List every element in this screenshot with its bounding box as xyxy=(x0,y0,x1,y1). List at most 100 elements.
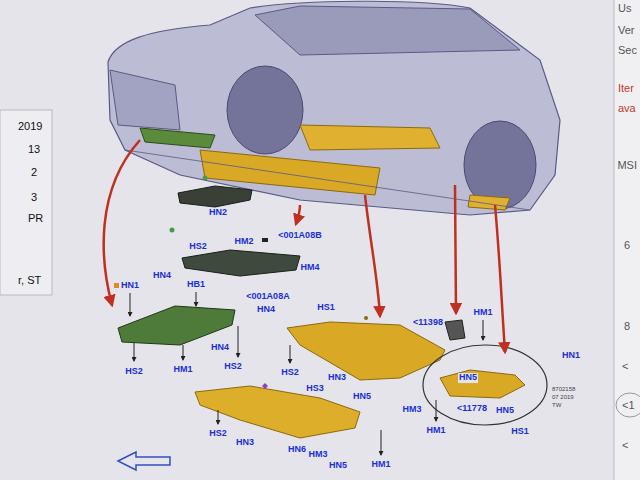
panel-text: Us xyxy=(618,2,631,14)
side-panel xyxy=(0,110,52,295)
callout-label: HN4 xyxy=(152,271,172,281)
callout-label: HN1 xyxy=(120,281,140,291)
leader-line xyxy=(196,292,197,306)
shield-installed xyxy=(140,128,215,148)
side-panel xyxy=(614,0,640,480)
callout-label: <11778 xyxy=(456,404,488,414)
leader-line xyxy=(290,345,291,363)
callout-label: HN5 xyxy=(458,373,478,383)
panel-text: MSI xyxy=(617,159,637,171)
fastener-icon xyxy=(262,238,268,242)
callout-label: <001A08A xyxy=(245,292,290,302)
callout-label: HS2 xyxy=(208,429,228,439)
shield-part xyxy=(195,386,360,438)
callout-label: HS1 xyxy=(316,303,336,313)
callout-label: HS2 xyxy=(223,362,243,372)
shield-installed xyxy=(468,195,510,210)
callout-label: HN1 xyxy=(561,351,581,361)
leader-line xyxy=(130,293,131,316)
leader-line xyxy=(381,430,382,455)
location-arrow xyxy=(455,185,456,313)
shield-part xyxy=(182,250,300,276)
callout-label: <11398 xyxy=(412,318,444,328)
callout-label: HM2 xyxy=(233,237,254,247)
shield-installed xyxy=(300,125,440,150)
shield-part xyxy=(118,306,235,345)
margin-text: 2 xyxy=(31,166,37,178)
car-window xyxy=(255,6,520,55)
shield-part xyxy=(178,186,252,207)
car-body xyxy=(108,1,560,215)
leader-line xyxy=(483,320,484,340)
front-wheel xyxy=(227,66,303,154)
panel-text: Ver xyxy=(618,24,635,36)
callout-label: HS1 xyxy=(510,427,530,437)
panel-text: < xyxy=(622,360,628,372)
panel-circle xyxy=(616,393,640,417)
callout-label: HM1 xyxy=(425,426,446,436)
callout-label: HN6 xyxy=(287,445,307,455)
leader-line xyxy=(134,343,135,361)
callout-label: HS3 xyxy=(305,384,325,394)
location-arrow xyxy=(104,140,140,305)
callout-label: HN5 xyxy=(352,392,372,402)
margin-text: 3 xyxy=(31,191,37,203)
location-arrow xyxy=(365,195,380,316)
leader-lines xyxy=(130,292,483,455)
car-grille xyxy=(110,70,180,130)
location-arrow xyxy=(296,205,300,224)
callout-label: HN3 xyxy=(235,438,255,448)
fastener-icon xyxy=(364,316,368,320)
callout-label: HN4 xyxy=(256,305,276,315)
callout-label: HN3 xyxy=(327,373,347,383)
callout-label: HN5 xyxy=(328,461,348,471)
callout-label: HM1 xyxy=(172,365,193,375)
car-shell xyxy=(108,1,560,215)
rear-wheel xyxy=(464,121,536,209)
margin-text: 2019 xyxy=(18,120,42,132)
fastener-icon xyxy=(262,383,268,389)
shield-part xyxy=(287,322,445,380)
callout-label: HM3 xyxy=(307,450,328,460)
callout-label: HN5 xyxy=(495,406,515,416)
drawing-code: 07 2019 xyxy=(552,394,574,401)
panel-text: <1 xyxy=(622,399,635,411)
callout-label: HN4 xyxy=(210,343,230,353)
panel-text: 6 xyxy=(624,239,630,251)
callout-label: <001A08B xyxy=(277,231,322,241)
panel-text: < xyxy=(622,439,628,451)
leader-line xyxy=(436,400,437,421)
margin-text: 13 xyxy=(28,143,40,155)
leader-line xyxy=(218,410,219,424)
callout-label: HS2 xyxy=(188,242,208,252)
nav-arrow xyxy=(118,452,170,470)
panel-text: ava xyxy=(618,102,636,114)
fastener-icon xyxy=(170,228,175,233)
drawing-code: TW xyxy=(552,402,561,409)
callout-label: HS2 xyxy=(124,367,144,377)
callout-label: HB1 xyxy=(186,280,206,290)
callout-label: HN2 xyxy=(208,208,228,218)
leader-line xyxy=(238,326,239,357)
callout-label: HM1 xyxy=(472,308,493,318)
location-arrow xyxy=(495,205,505,352)
callout-label: HM3 xyxy=(401,405,422,415)
callout-label: HS2 xyxy=(280,368,300,378)
drawing-code: 8702158 xyxy=(552,386,575,393)
panel-text: Iter xyxy=(618,82,634,94)
shield-part xyxy=(440,370,525,398)
bracket-part xyxy=(445,320,465,340)
panel-text: Sec xyxy=(618,44,637,56)
margin-text: PR xyxy=(28,212,43,224)
leader-line xyxy=(183,345,184,360)
panel-border xyxy=(614,0,615,480)
panel-text: 8 xyxy=(624,320,630,332)
detail-ellipse xyxy=(423,345,547,425)
fastener-icon xyxy=(203,176,208,181)
body-line xyxy=(125,150,530,210)
callout-label: HM1 xyxy=(370,460,391,470)
fastener-icon xyxy=(114,283,119,288)
margin-text: r, ST xyxy=(18,274,41,286)
callout-label: HM4 xyxy=(299,263,320,273)
